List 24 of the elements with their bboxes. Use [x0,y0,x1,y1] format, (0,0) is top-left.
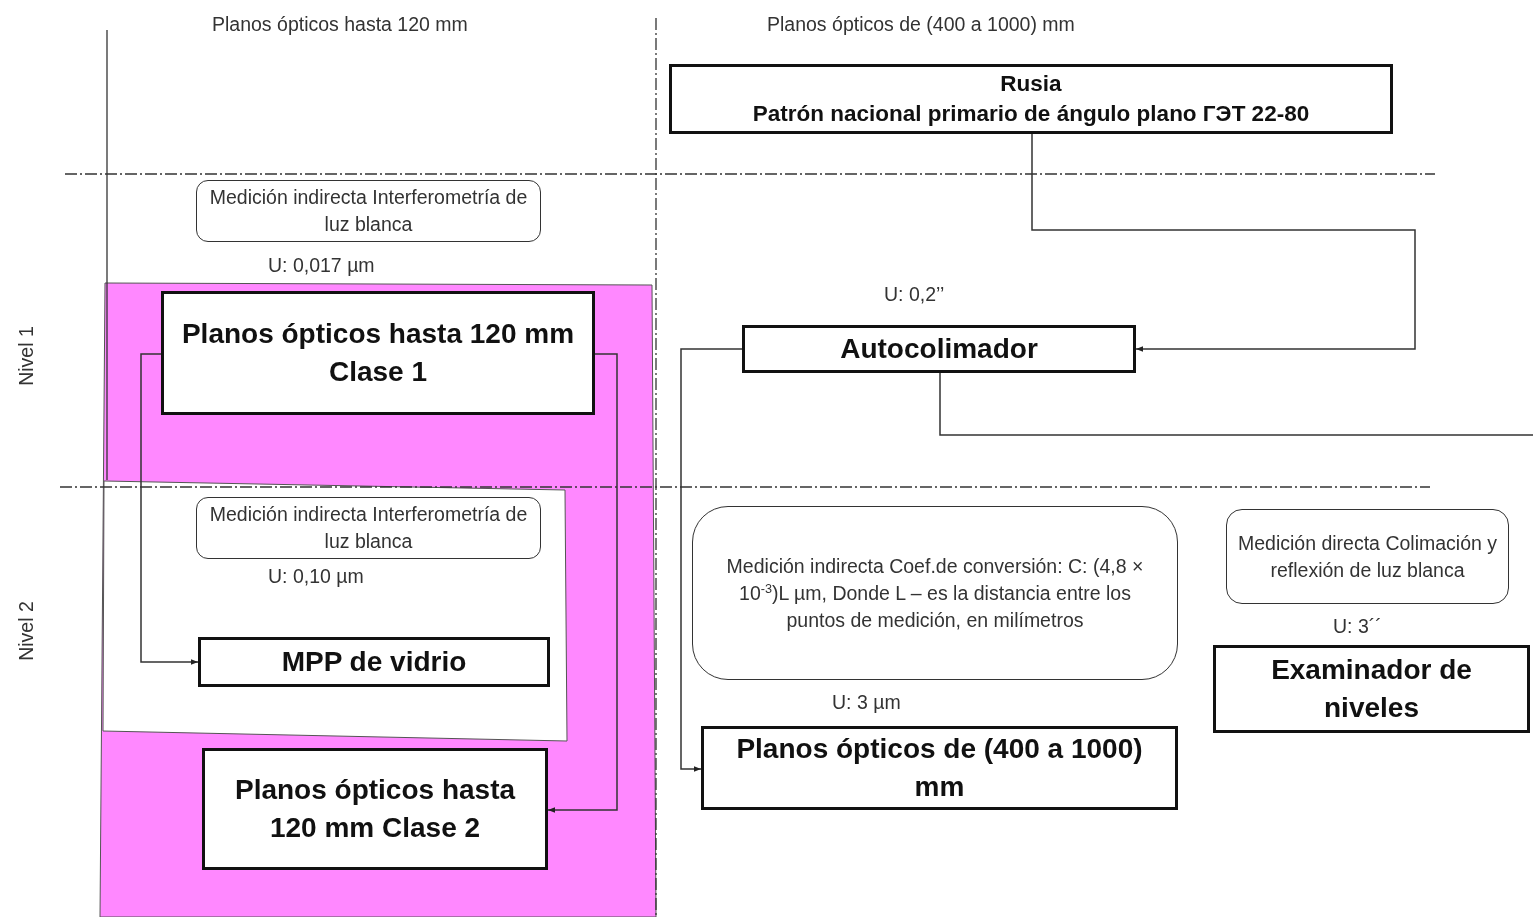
method-box: Medición directa Colimación y reflexión de luz blanca [1226,509,1509,604]
process-box: Rusia Patrón nacional primario de ángulo plano ГЭТ 22-80 [669,64,1393,134]
process-box: Autocolimador [742,325,1136,373]
connector-arrow [1031,133,1416,352]
connector-arrow [680,348,743,772]
process-box: Planos ópticos hasta 120 mm Clase 2 [202,748,548,870]
method-box: Medición indirecta Interferometría de luz blanca [196,497,541,559]
label: U: 0,017 µm [268,253,375,277]
method-box: Medición indirecta Interferometría de luz blanca [196,180,541,242]
process-box: MPP de vidrio [198,637,550,687]
method-box: Medición indirecta Coef.de conversión: C: (4,8 × 10$^{-3}$)L µm, Donde L – es la distancia entre los puntos de medición, en milímetros [692,506,1178,680]
level-label: Nivel 2 [14,601,38,661]
process-box: Examinador de niveles [1213,645,1530,733]
connector-arrow [140,353,199,665]
label: U: 3 µm [832,690,901,714]
process-box: Planos ópticos hasta 120 mm Clase 1 [161,291,595,415]
label: U: 3´´ [1333,614,1382,638]
process-box: Planos ópticos de (400 a 1000) mm [701,726,1178,810]
connector-arrow [547,353,618,813]
level-label: Nivel 1 [14,326,38,386]
label: U: 0,2’’ [884,282,945,306]
label: Planos ópticos de (400 a 1000) mm [767,12,1075,36]
label: Planos ópticos hasta 120 mm [212,12,468,36]
label: U: 0,10 µm [268,564,364,588]
